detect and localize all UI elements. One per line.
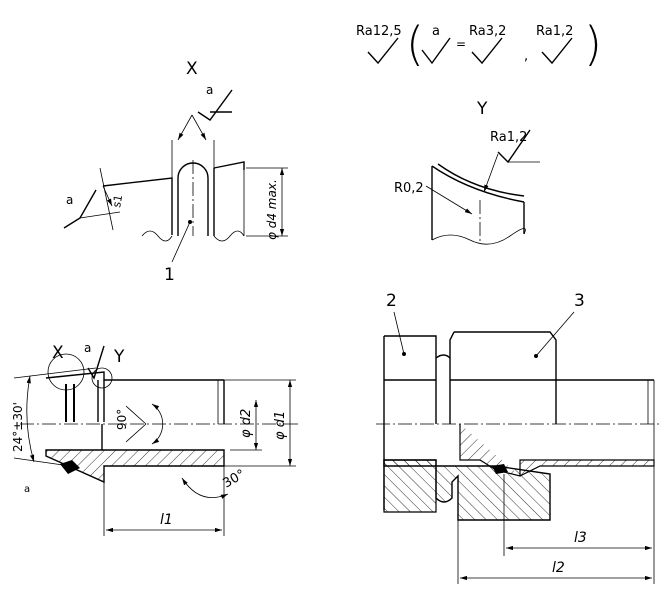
ra-general-label: Ra12,5 [356, 24, 402, 39]
dim-d2: φ d2 [239, 409, 254, 438]
detail-x-symbol-a-left: a [66, 193, 73, 207]
assembly-hatch-body [383, 459, 551, 521]
angle-90: 90° [115, 409, 129, 430]
ra-symbol-a: a [432, 24, 440, 39]
leader-1: 1 [164, 265, 175, 285]
assembly-hatch-tube [459, 424, 655, 477]
dim-s1: s1 [110, 194, 125, 209]
angle-30: 30° [221, 467, 248, 492]
roughness-check-32 [471, 37, 503, 65]
assembly-seal [492, 464, 508, 474]
dim-l1: l1 [160, 512, 173, 528]
roughness-check-12 [541, 37, 573, 65]
circle-x [47, 353, 85, 391]
dim-l3: l3 [574, 530, 587, 546]
assembly-section: 2 3 l3 l2 [376, 291, 660, 584]
detail-y-ra: Ra1,2 [490, 130, 527, 145]
ra-32-label: Ra3,2 [469, 24, 506, 39]
fitting-small-a: a [24, 484, 30, 495]
dim-d1: φ d1 [273, 411, 288, 440]
open-paren: ( [406, 17, 424, 71]
dim-d4-max: φ d4 max. [265, 179, 279, 240]
ra-12-label: Ra1,2 [536, 24, 573, 39]
detail-x-title: X [186, 59, 198, 79]
fitting-hatch [45, 449, 225, 484]
roughness-legend: Ra12,5 ( a = Ra3,2 , Ra1,2 ) [356, 17, 602, 71]
fitting-section: X a Y 24°±30' 90° 30° φ d2 φ d1 l1 a [11, 341, 300, 536]
detail-x-check [197, 89, 233, 121]
equals-sign: = [456, 37, 466, 51]
leader-3: 3 [574, 291, 585, 311]
roughness-check-general [367, 37, 399, 65]
detail-y: Y Ra1,2 R0,2 [394, 99, 540, 245]
detail-x-symbol-a: a [206, 83, 213, 97]
leader-2: 2 [386, 291, 397, 311]
fitting-label-a: a [84, 341, 91, 355]
detail-y-radius: R0,2 [394, 181, 424, 196]
detail-y-title: Y [476, 99, 488, 119]
fitting-label-x: X [52, 343, 64, 363]
circle-y [91, 367, 113, 389]
comma-sep: , [524, 49, 528, 64]
dim-l2: l2 [552, 560, 565, 576]
roughness-check-a [421, 37, 451, 65]
detail-x: X a s1 a φ d4 max. 1 [63, 59, 288, 285]
close-paren: ) [584, 17, 602, 71]
fitting-label-y: Y [113, 347, 125, 367]
leader-arrow-right [191, 114, 207, 141]
angle-cone: 24°±30' [11, 402, 25, 452]
leader-arrow-left [177, 114, 193, 141]
seal-ring [60, 460, 80, 474]
